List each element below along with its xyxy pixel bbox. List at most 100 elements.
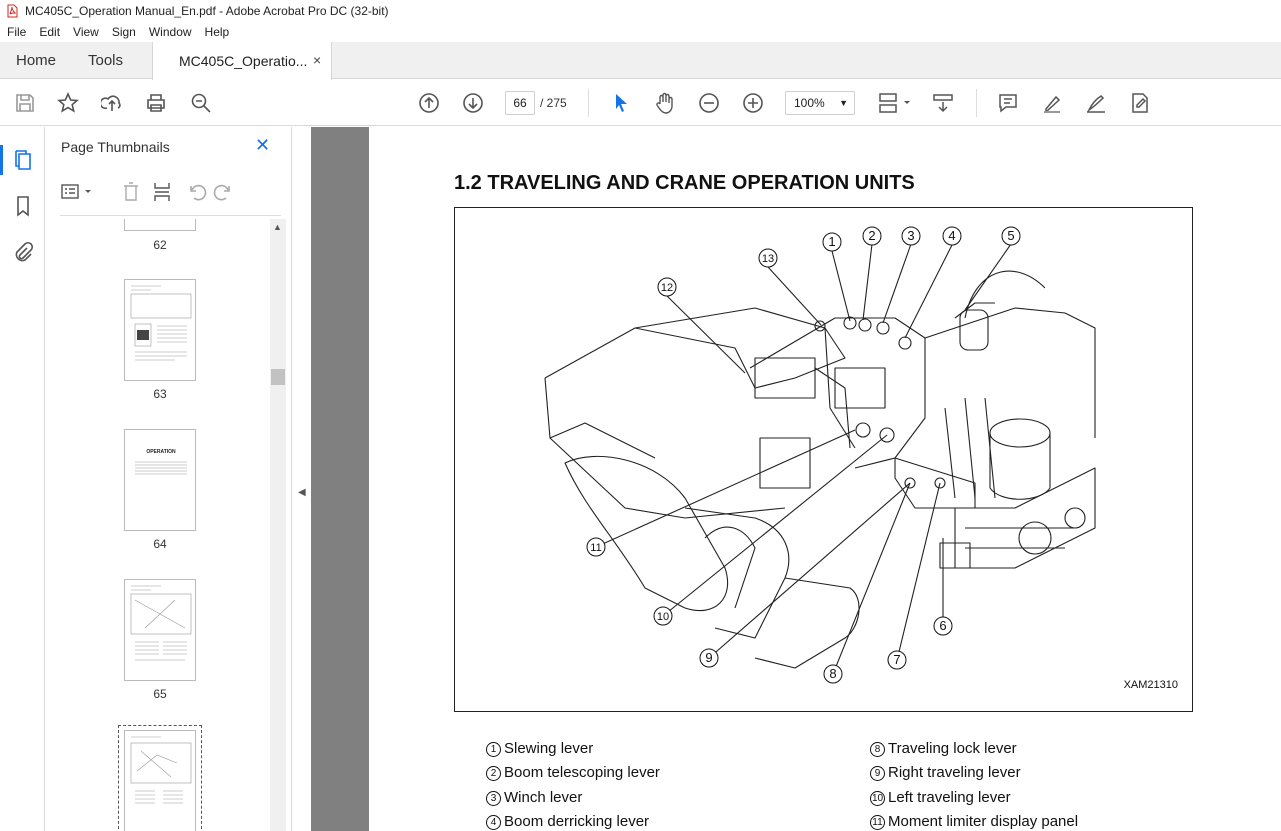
menu-window[interactable]: Window <box>148 25 192 39</box>
title-bar: MC405C_Operation Manual_En.pdf - Adobe A… <box>0 0 1281 22</box>
page-display-icon[interactable] <box>878 92 912 114</box>
tab-tools[interactable]: Tools <box>88 52 124 69</box>
callout-2: 2 <box>862 226 882 246</box>
page-down-icon[interactable] <box>462 92 484 114</box>
zoom-select[interactable]: 100% ▼ <box>785 91 855 115</box>
figure-code: XAM21310 <box>1123 679 1178 691</box>
rotate-ccw-icon[interactable] <box>190 184 207 201</box>
svg-text:10: 10 <box>657 611 669 623</box>
close-tab-icon[interactable]: × <box>313 52 322 68</box>
select-arrow-icon[interactable] <box>610 92 632 114</box>
crane-operation-drawing: 1 2 3 4 5 6 7 8 9 10 11 12 13 <box>544 226 1096 684</box>
svg-text:1: 1 <box>828 234 835 249</box>
page-heading: 1.2 TRAVELING AND CRANE OPERATION UNITS <box>454 172 915 194</box>
scroll-up-icon[interactable]: ▲ <box>273 222 282 232</box>
star-icon[interactable] <box>57 92 79 114</box>
hand-icon[interactable] <box>654 92 676 114</box>
menu-help[interactable]: Help <box>204 25 230 39</box>
menu-view[interactable]: View <box>73 25 99 39</box>
tab-document-label: MC405C_Operatio... <box>179 53 308 69</box>
svg-text:7: 7 <box>893 652 900 667</box>
callout-5: 5 <box>1001 226 1021 246</box>
edit-pdf-icon[interactable] <box>1129 92 1151 114</box>
close-icon[interactable]: ✕ <box>255 135 271 155</box>
menu-bar: File Edit View Sign Window Help <box>0 22 1281 42</box>
menu-edit[interactable]: Edit <box>39 25 61 39</box>
left-rail <box>0 127 45 831</box>
page-number-input[interactable]: 66 <box>505 91 535 115</box>
zoom-out-icon[interactable] <box>698 92 720 114</box>
scroll-handle[interactable] <box>271 369 285 385</box>
save-icon[interactable] <box>14 92 36 114</box>
svg-text:13: 13 <box>762 253 774 265</box>
svg-text:8: 8 <box>829 666 836 681</box>
svg-text:5: 5 <box>1007 228 1014 243</box>
tab-home[interactable]: Home <box>16 52 57 69</box>
divider <box>588 89 589 117</box>
sign-icon[interactable] <box>1085 92 1107 114</box>
callout-7: 7 <box>887 650 907 670</box>
toolbar <box>0 80 1281 126</box>
document-viewer: 1.2 TRAVELING AND CRANE OPERATION UNITS <box>311 127 1281 831</box>
callout-9: 9 <box>699 648 719 668</box>
upload-icon[interactable] <box>99 92 123 114</box>
delete-icon[interactable] <box>124 182 138 201</box>
thumbnail-62[interactable] <box>124 219 196 231</box>
thumbnail-label: 64 <box>153 537 167 551</box>
zoom-value: 100% <box>794 96 825 110</box>
callout-4: 4 <box>942 226 962 246</box>
menu-file[interactable]: File <box>7 25 27 39</box>
svg-text:3: 3 <box>907 228 914 243</box>
page-up-icon[interactable] <box>418 92 440 114</box>
thumbnail-list: 62 63 OPERATION 64 65 <box>46 219 270 831</box>
divider <box>976 89 977 117</box>
options-icon[interactable] <box>61 184 91 199</box>
svg-text:6: 6 <box>939 618 946 633</box>
thumbnail-scrollbar[interactable]: ▲ <box>270 219 286 831</box>
callout-12: 12 <box>657 277 677 297</box>
callout-3: 3 <box>901 226 921 246</box>
menu-sign[interactable]: Sign <box>111 25 136 39</box>
pdf-icon <box>7 4 18 18</box>
pdf-page: 1.2 TRAVELING AND CRANE OPERATION UNITS <box>369 127 1281 831</box>
page-total: / 275 <box>540 96 567 110</box>
callout-8: 8 <box>823 664 843 684</box>
zoom-in-icon[interactable] <box>742 92 764 114</box>
callout-6: 6 <box>933 616 953 636</box>
search-icon[interactable] <box>190 92 212 114</box>
thumbnail-66[interactable] <box>118 725 202 831</box>
svg-text:12: 12 <box>661 282 673 294</box>
svg-text:4: 4 <box>948 228 955 243</box>
svg-text:11: 11 <box>590 542 601 554</box>
callout-10: 10 <box>653 606 673 626</box>
tab-bar: Home Tools MC405C_Operatio... × <box>0 42 1281 80</box>
svg-text:2: 2 <box>868 228 875 243</box>
bookmark-icon[interactable] <box>12 195 34 217</box>
collapse-arrow-icon: ◀ <box>298 487 306 498</box>
thumbnail-caption: OPERATION <box>146 449 176 455</box>
svg-text:9: 9 <box>705 650 712 665</box>
callout-13: 13 <box>758 248 778 268</box>
rotate-cw-icon[interactable] <box>213 184 230 201</box>
thumbnail-65[interactable] <box>124 579 196 681</box>
scroll-icon[interactable] <box>932 92 954 114</box>
comment-icon[interactable] <box>997 92 1019 114</box>
attachment-icon[interactable] <box>12 241 34 263</box>
thumbnail-63[interactable] <box>124 279 196 381</box>
panel-collapse-handle[interactable]: ◀ <box>291 127 311 831</box>
window-title: MC405C_Operation Manual_En.pdf - Adobe A… <box>25 4 389 18</box>
highlight-icon[interactable] <box>1041 92 1063 114</box>
thumbnail-64[interactable]: OPERATION <box>124 429 196 531</box>
tab-document[interactable]: MC405C_Operatio... × <box>152 42 332 80</box>
insert-page-icon[interactable] <box>154 183 170 201</box>
divider <box>60 215 281 216</box>
thumbnails-icon[interactable] <box>12 149 34 171</box>
print-icon[interactable] <box>145 92 167 114</box>
